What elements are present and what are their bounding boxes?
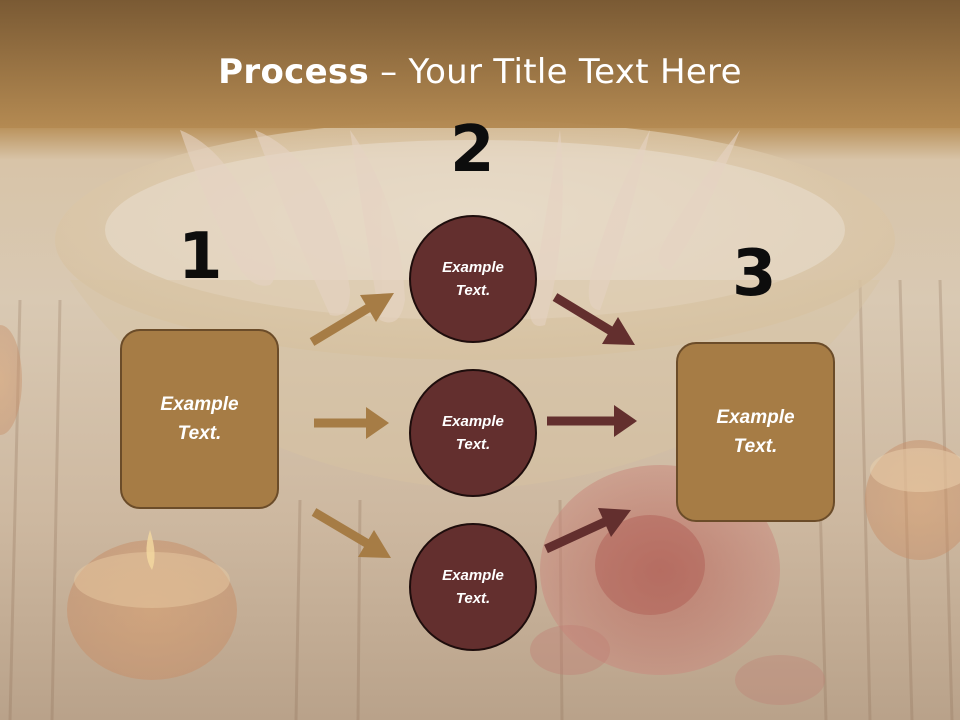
arrow-to-circle-top <box>309 293 394 346</box>
slide-title: Process – Your Title Text Here <box>0 52 960 92</box>
circle-bottom-line2: Text. <box>455 590 491 607</box>
circle-middle-line1: Example <box>442 413 504 430</box>
arrow-from-circle-bottom <box>544 508 631 554</box>
circle-bottom-line1: Example <box>442 567 504 584</box>
left-box: Example Text. <box>120 329 279 509</box>
step-number-1: 1 <box>178 220 223 294</box>
right-box-line1: Example <box>716 407 795 428</box>
step-number-2: 2 <box>450 113 495 187</box>
left-box-line1: Example <box>160 394 239 415</box>
circle-top: Example Text. <box>409 215 537 343</box>
arrow-from-circle-middle <box>547 405 637 437</box>
left-box-line2: Text. <box>177 423 222 444</box>
circle-middle: Example Text. <box>409 369 537 497</box>
arrow-to-circle-bottom <box>311 508 391 558</box>
right-box: Example Text. <box>676 342 835 522</box>
circle-top-line1: Example <box>442 259 504 276</box>
right-box-line2: Text. <box>733 436 778 457</box>
title-rest: – Your Title Text Here <box>369 52 742 92</box>
circle-bottom: Example Text. <box>409 523 537 651</box>
step-number-3: 3 <box>732 237 777 311</box>
arrow-to-circle-middle <box>314 407 389 439</box>
title-bold: Process <box>218 52 370 92</box>
circle-top-line2: Text. <box>455 282 491 299</box>
arrow-from-circle-top <box>552 293 635 345</box>
circle-middle-line2: Text. <box>455 436 491 453</box>
